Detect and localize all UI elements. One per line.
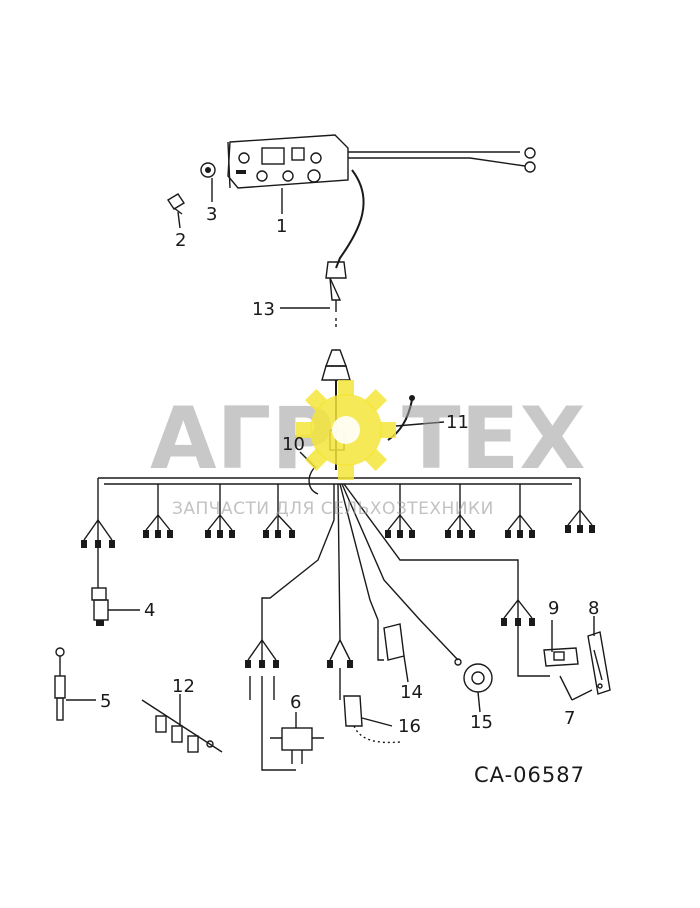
callout-7: 7	[564, 708, 575, 729]
fuse-part	[167, 193, 185, 215]
callout-labels: 1 2 3 4 5 6 7 8 9 10 11 12 13 14 15 16	[100, 204, 599, 737]
drawing-code: CA-06587	[474, 763, 585, 787]
bracket-assembly	[501, 599, 611, 695]
callout-2: 2	[175, 230, 186, 251]
connector-fan	[565, 509, 595, 533]
callout-5: 5	[100, 691, 111, 712]
callout-12: 12	[172, 676, 195, 697]
round-sensor	[454, 658, 493, 693]
switch-14	[377, 620, 405, 661]
connector-fan	[385, 514, 415, 538]
watermark-left-text: АГР	[150, 389, 334, 489]
callout-1: 1	[276, 216, 287, 237]
connector-fan	[505, 514, 535, 538]
connector-fan	[445, 514, 475, 538]
callout-6: 6	[290, 692, 301, 713]
callout-3: 3	[206, 204, 217, 225]
callout-11: 11	[446, 412, 469, 433]
watermark-right-text: ТЕХ	[402, 389, 586, 489]
watermark: АГР ТЕХ ЗАПЧАСТИ ДЛЯ СЕЛЬХОЗТЕХНИКИ	[150, 380, 586, 519]
connector-fan	[81, 519, 115, 548]
callout-9: 9	[548, 598, 559, 619]
relay-box	[245, 639, 324, 771]
callout-14: 14	[400, 682, 423, 703]
callout-4: 4	[144, 600, 155, 621]
connector-fan	[263, 514, 295, 538]
callout-13: 13	[252, 299, 275, 320]
gear-icon	[296, 380, 396, 480]
callout-10: 10	[282, 434, 305, 455]
connector-fan	[143, 514, 173, 538]
cable-tie-kit	[141, 699, 223, 753]
callout-16: 16	[398, 716, 421, 737]
callout-15: 15	[470, 712, 493, 733]
chain-connector	[327, 639, 401, 744]
monitor-console	[227, 134, 536, 269]
switch-part	[91, 548, 109, 626]
leader-lines	[66, 178, 595, 728]
watermark-subtitle: ЗАПЧАСТИ ДЛЯ СЕЛЬХОЗТЕХНИКИ	[172, 499, 494, 519]
callout-8: 8	[588, 598, 599, 619]
connector-fan	[205, 514, 235, 538]
sender-part	[54, 647, 66, 721]
branch-connectors	[81, 509, 595, 548]
knob-part	[200, 162, 216, 178]
lower-harness-branches	[261, 483, 519, 661]
